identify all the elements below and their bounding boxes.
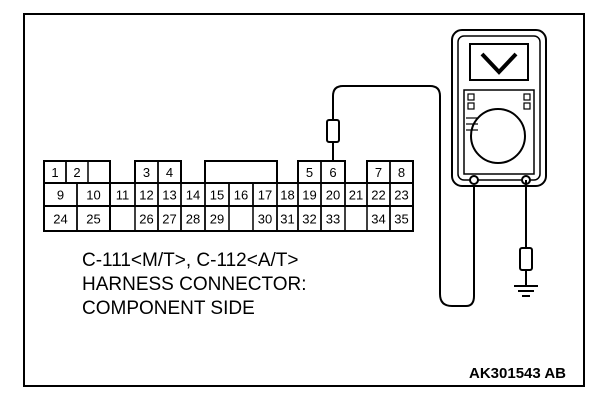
pin-label: 7 xyxy=(375,165,382,180)
caption-line-3: COMPONENT SIDE xyxy=(82,298,255,319)
probe-lead-positive xyxy=(332,85,475,307)
pin-label: 35 xyxy=(394,212,408,227)
test-probe-icon xyxy=(326,119,340,143)
pin-label: 4 xyxy=(166,165,173,180)
pin-row-2: 9 10 11 12 13 14 15 16 17 18 19 20 21 22 23 xyxy=(43,182,414,207)
pin-label: 30 xyxy=(258,212,272,227)
pin-label: 22 xyxy=(371,188,385,203)
pin-label: 32 xyxy=(302,212,316,227)
pin-cell xyxy=(204,205,230,232)
pin-label: 10 xyxy=(86,188,100,203)
pin-label: 33 xyxy=(326,212,340,227)
pin-label: 8 xyxy=(398,165,405,180)
figure-code: AK301543 AB xyxy=(469,365,566,382)
pin-label: 29 xyxy=(210,212,224,227)
pin-label: 3 xyxy=(143,165,150,180)
voltmeter-icon xyxy=(451,29,547,187)
caption-line-2: HARNESS CONNECTOR: xyxy=(82,274,307,295)
pin-label: 2 xyxy=(73,165,80,180)
pin-label: 11 xyxy=(116,188,130,203)
pin-cell xyxy=(320,205,346,232)
pin-label: 9 xyxy=(57,188,64,203)
ground-symbol-icon xyxy=(514,285,538,297)
diagram-frame xyxy=(23,13,585,387)
probe-lead-negative xyxy=(519,180,533,286)
pin-label: 34 xyxy=(371,212,385,227)
pin-label: 24 xyxy=(53,212,67,227)
pin-label: 17 xyxy=(258,188,272,203)
pin-label: 19 xyxy=(302,188,316,203)
pin-label: 20 xyxy=(326,188,340,203)
pin-row-3: 24 25 26 27 28 29 30 31 32 33 34 35 xyxy=(43,205,414,232)
pin-label: 23 xyxy=(394,188,408,203)
pin-label: 28 xyxy=(186,212,200,227)
pin-label: 31 xyxy=(280,212,294,227)
pin-label: 26 xyxy=(139,212,153,227)
pin-label: 1 xyxy=(51,165,58,180)
pin-label: 16 xyxy=(234,188,248,203)
pin-label: 18 xyxy=(280,188,294,203)
caption-line-1: C-111<M/T>, C-112<A/T> xyxy=(82,250,298,271)
pin-label: 6 xyxy=(329,165,336,180)
pin-label: 12 xyxy=(139,188,153,203)
pin-label: 21 xyxy=(349,188,363,203)
pin-label: 15 xyxy=(210,188,224,203)
pin-label: 14 xyxy=(186,188,200,203)
pin-cell xyxy=(389,205,414,232)
pin-label: 5 xyxy=(306,165,313,180)
pin-label: 13 xyxy=(162,188,176,203)
pin-label: 25 xyxy=(86,212,100,227)
pin-label: 27 xyxy=(162,212,176,227)
pin-cell xyxy=(76,205,111,232)
